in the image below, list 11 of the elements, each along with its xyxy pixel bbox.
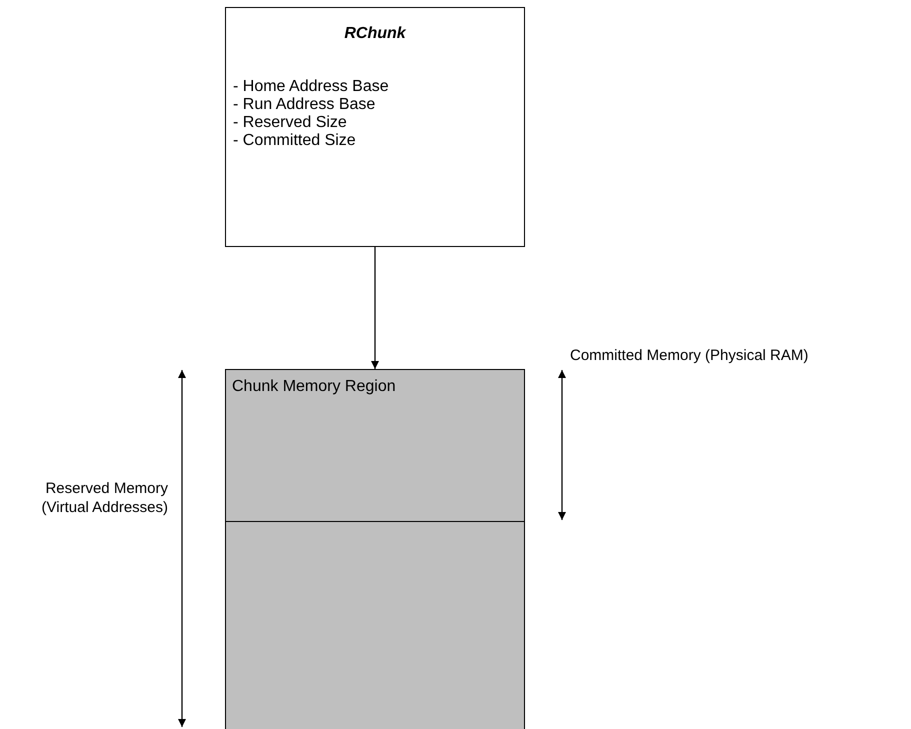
field-item: - Run Address Base — [233, 96, 376, 114]
arrow — [371, 247, 379, 369]
class-box — [225, 7, 525, 247]
class-name: RChunk — [343, 25, 408, 43]
field-item: - Home Address Base — [233, 78, 389, 96]
memory-region-box — [225, 369, 525, 729]
region-title: Chunk Memory Region — [232, 378, 396, 396]
field-item: - Reserved Size — [233, 114, 347, 132]
field-item: - Committed Size — [233, 132, 356, 150]
dimension-label: Committed Memory (Physical RAM) — [570, 347, 808, 364]
dimension-label: Reserved Memory (Virtual Addresses) — [40, 479, 168, 517]
